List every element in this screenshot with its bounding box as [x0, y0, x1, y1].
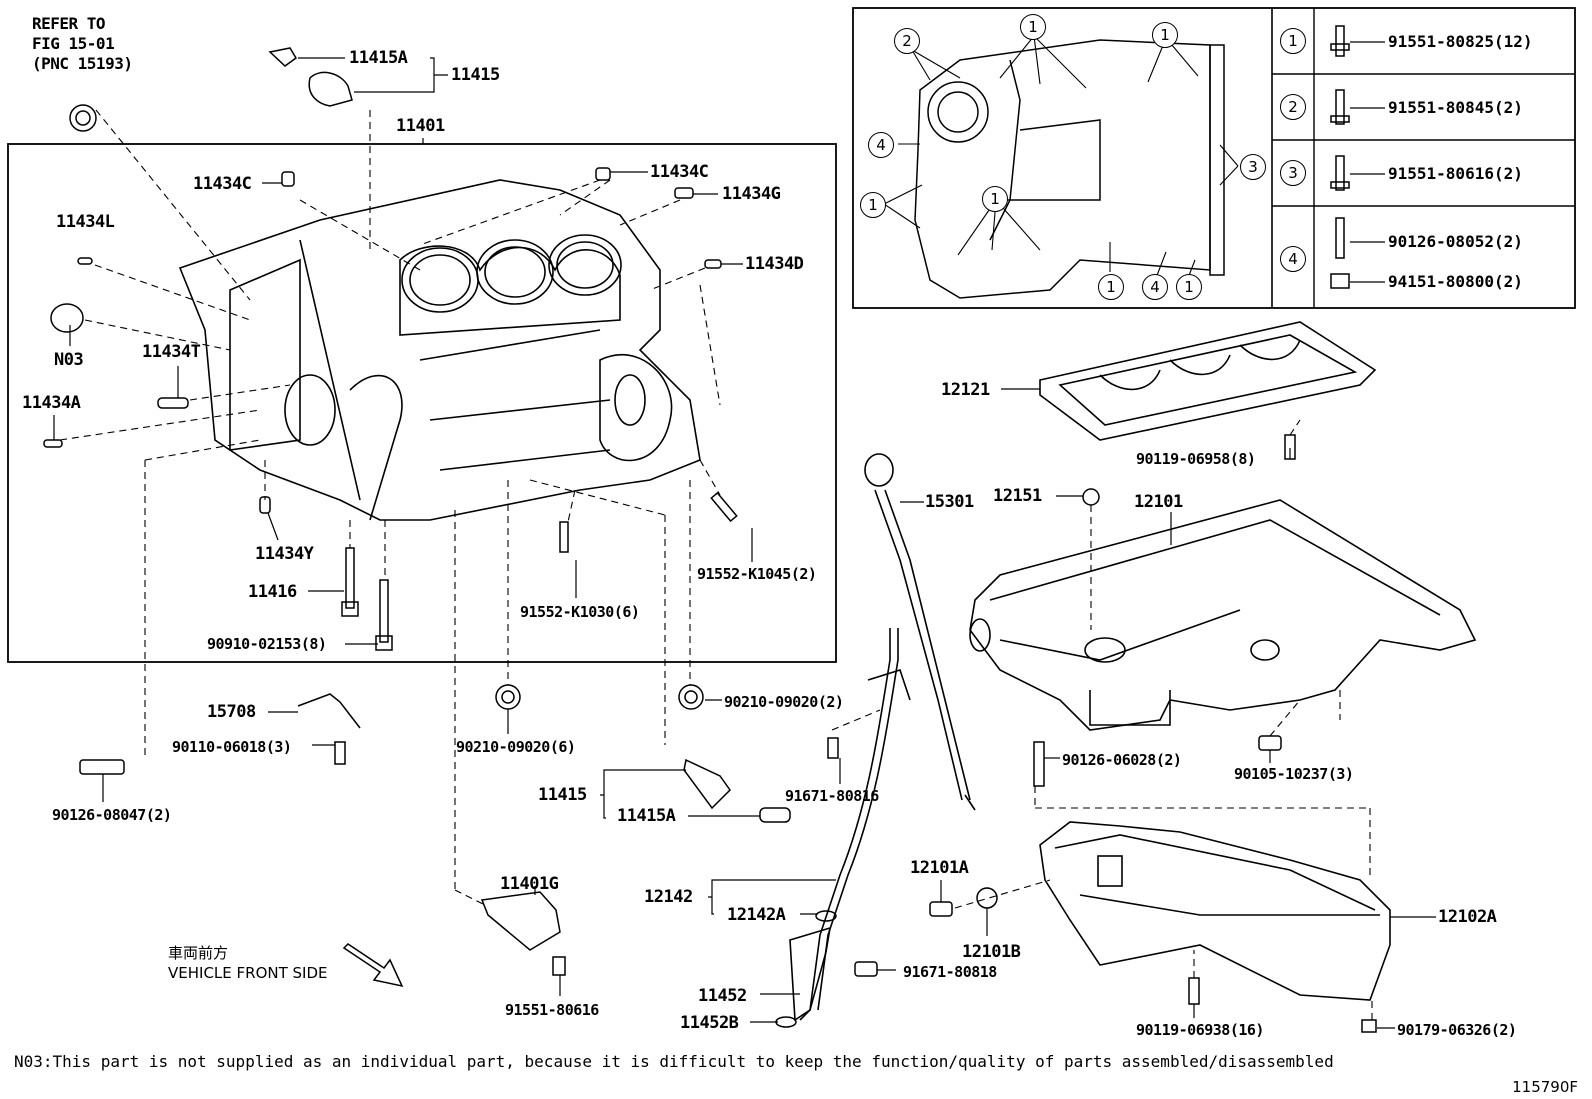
part-90910-02153[interactable]: 90910-02153(8)	[207, 635, 327, 653]
marker-circle: 4	[1142, 274, 1168, 300]
table-row-4-part[interactable]: 90126-08052(2)	[1388, 232, 1523, 251]
part-11434C-right[interactable]: 11434C	[650, 162, 709, 182]
part-15301[interactable]: 15301	[925, 492, 974, 512]
part-11415A-bottom[interactable]: 11415A	[617, 806, 676, 826]
part-12102A[interactable]: 12102A	[1438, 907, 1497, 927]
part-90210-09020-2[interactable]: 90210-09020(2)	[724, 693, 844, 711]
part-12142A[interactable]: 12142A	[727, 905, 786, 925]
dipstick-drawing	[864, 453, 976, 811]
engine-block-drawing	[178, 179, 701, 521]
marker-circle: 1	[860, 192, 886, 218]
part-90119-06938[interactable]: 90119-06938(16)	[1136, 1021, 1264, 1039]
part-91671-80816[interactable]: 91671-80816	[785, 787, 879, 805]
part-91552-K1030[interactable]: 91552-K1030(6)	[520, 603, 640, 621]
part-90210-09020-6[interactable]: 90210-09020(6)	[456, 738, 576, 756]
dipstick-guide-drawing	[789, 628, 911, 1022]
marker-circle: 3	[1240, 154, 1266, 180]
part-91671-80818[interactable]: 91671-80818	[903, 963, 997, 981]
callout-leaders	[883, 35, 1239, 279]
dashed-lines	[59, 109, 1373, 1020]
small-parts	[43, 47, 1377, 1033]
table-bolts	[1330, 25, 1350, 289]
part-11401[interactable]: 11401	[396, 116, 445, 136]
part-11434C-left[interactable]: 11434C	[193, 174, 252, 194]
footnote: N03:This part is not supplied as an indi…	[14, 1052, 1334, 1071]
refer-note-line1: REFER TO	[32, 14, 106, 33]
marker-circle: 1	[982, 186, 1008, 212]
table-row-2-number: 2	[1280, 94, 1306, 120]
block-group-box	[7, 143, 837, 663]
part-90110-06018[interactable]: 90110-06018(3)	[172, 738, 292, 756]
part-11434D[interactable]: 11434D	[745, 254, 804, 274]
part-11434A[interactable]: 11434A	[22, 393, 81, 413]
oil-pan-lower-drawing	[1039, 821, 1391, 1001]
part-12101[interactable]: 12101	[1134, 492, 1183, 512]
oil-pan-upper-drawing	[969, 499, 1477, 731]
part-12101A[interactable]: 12101A	[910, 858, 969, 878]
marker-circle: 4	[868, 132, 894, 158]
part-15708[interactable]: 15708	[207, 702, 256, 722]
marker-circle: 2	[894, 28, 920, 54]
part-11452[interactable]: 11452	[698, 986, 747, 1006]
part-91551-80616[interactable]: 91551-80616	[505, 1001, 599, 1019]
table-row-4-part2[interactable]: 94151-80800(2)	[1388, 272, 1523, 291]
baffle-plate-drawing	[1039, 321, 1377, 441]
marker-circle: 1	[1152, 22, 1178, 48]
table-row-4-number: 4	[1280, 246, 1306, 272]
leader-lines	[53, 41, 1436, 1029]
part-11401G[interactable]: 11401G	[500, 874, 559, 894]
part-90119-06958[interactable]: 90119-06958(8)	[1136, 450, 1256, 468]
part-11434Y[interactable]: 11434Y	[255, 544, 314, 564]
part-11415A-top[interactable]: 11415A	[349, 48, 408, 68]
table-row-1-number: 1	[1280, 28, 1306, 54]
marker-circle: 1	[1020, 14, 1046, 40]
part-11452B[interactable]: 11452B	[680, 1013, 739, 1033]
part-11434L[interactable]: 11434L	[56, 212, 115, 232]
part-90126-06028[interactable]: 90126-06028(2)	[1062, 751, 1182, 769]
part-90179-06326[interactable]: 90179-06326(2)	[1397, 1021, 1517, 1039]
marker-circle: 1	[1176, 274, 1202, 300]
bolt-view-box	[852, 7, 1576, 309]
bolt-view-drawing	[914, 39, 1225, 299]
table-row-3-part[interactable]: 91551-80616(2)	[1388, 164, 1523, 183]
vehicle-front-jp: 車両前方	[168, 944, 229, 962]
part-11434G[interactable]: 11434G	[722, 184, 781, 204]
part-90126-08047[interactable]: 90126-08047(2)	[52, 806, 172, 824]
part-11415-bottom[interactable]: 11415	[538, 785, 587, 805]
table-row-2-part[interactable]: 91551-80845(2)	[1388, 98, 1523, 117]
part-11415-top[interactable]: 11415	[451, 65, 500, 85]
table-row-3-number: 3	[1280, 160, 1306, 186]
part-11416[interactable]: 11416	[248, 582, 297, 602]
part-12121[interactable]: 12121	[941, 380, 990, 400]
part-91552-K1045[interactable]: 91552-K1045(2)	[697, 565, 817, 583]
part-12151[interactable]: 12151	[993, 486, 1042, 506]
part-12142[interactable]: 12142	[644, 887, 693, 907]
figure-code: 115790F	[1512, 1078, 1578, 1096]
refer-note-line3: (PNC 15193)	[32, 54, 133, 73]
part-11434T[interactable]: 11434T	[142, 342, 201, 362]
table-row-1-part[interactable]: 91551-80825(12)	[1388, 32, 1533, 51]
vehicle-front-arrow	[342, 943, 404, 988]
part-90105-10237[interactable]: 90105-10237(3)	[1234, 765, 1354, 783]
marker-circle: 1	[1098, 274, 1124, 300]
refer-note-line2: FIG 15-01	[32, 34, 115, 53]
vehicle-front-en: VEHICLE FRONT SIDE	[168, 964, 328, 982]
part-N03[interactable]: N03	[54, 350, 84, 370]
part-12101B[interactable]: 12101B	[962, 942, 1021, 962]
